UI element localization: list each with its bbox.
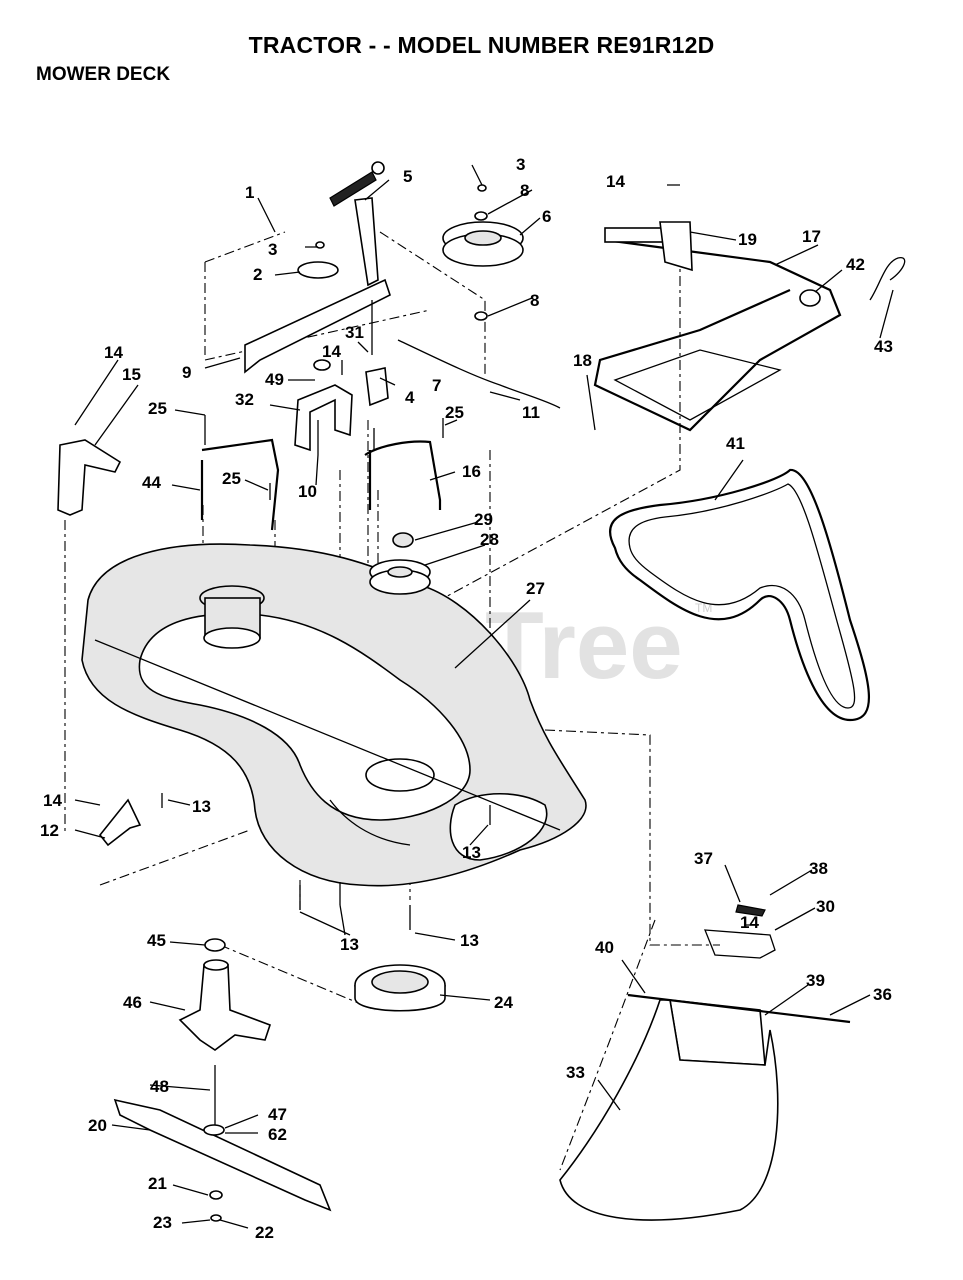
drive-belt: [608, 468, 870, 722]
callout-4: 4: [405, 388, 415, 407]
callout-14: 14: [104, 343, 123, 362]
callout-11: 11: [522, 403, 540, 422]
callout-13: 13: [462, 843, 481, 862]
callout-1: 1: [245, 183, 254, 202]
callout-17: 17: [802, 227, 821, 246]
callout-33: 33: [566, 1063, 585, 1082]
section-title: MOWER DECK: [36, 64, 171, 85]
callout-3: 3: [268, 240, 277, 259]
callout-46: 46: [123, 993, 142, 1012]
callout-23: 23: [153, 1213, 172, 1232]
callout-5: 5: [403, 167, 412, 186]
callout-39: 39: [806, 971, 825, 990]
callout-36: 36: [873, 985, 892, 1004]
callout-25: 25: [445, 403, 464, 422]
bolts-13: [161, 793, 491, 930]
callout-38: 38: [809, 859, 828, 878]
callout-10: 10: [298, 482, 317, 501]
callout-15: 15: [122, 365, 141, 384]
grass-bag: [559, 904, 851, 1221]
callout-48: 48: [150, 1077, 169, 1096]
callout-49: 49: [265, 370, 284, 389]
callout-6: 6: [542, 207, 551, 226]
callout-20: 20: [88, 1116, 107, 1135]
idler-arm: [244, 161, 391, 374]
callout-62: 62: [268, 1125, 287, 1144]
callout-7: 7: [432, 376, 441, 395]
blade-20: [113, 1065, 332, 1222]
callout-24: 24: [494, 993, 513, 1012]
callout-3: 3: [516, 155, 525, 174]
callout-30: 30: [816, 897, 835, 916]
bracket-12: [98, 798, 142, 847]
callout-14: 14: [606, 172, 625, 191]
callout-45: 45: [147, 931, 166, 950]
callout-25: 25: [148, 399, 167, 418]
callout-2: 2: [253, 265, 262, 284]
callout-13: 13: [460, 931, 479, 950]
callout-19: 19: [738, 230, 757, 249]
callout-44: 44: [142, 473, 161, 492]
callout-13: 13: [340, 935, 359, 954]
rods: [200, 415, 444, 531]
callout-21: 21: [148, 1174, 167, 1193]
callout-28: 28: [480, 530, 499, 549]
callout-8: 8: [520, 181, 529, 200]
callout-9: 9: [182, 363, 191, 382]
callout-18: 18: [573, 351, 592, 370]
callout-42: 42: [846, 255, 865, 274]
spindle-housing-24: [354, 964, 446, 1012]
callout-27: 27: [526, 579, 545, 598]
brackets: [294, 300, 561, 455]
callout-40: 40: [595, 938, 614, 957]
watermark-tm: TM: [695, 601, 712, 615]
callout-43: 43: [874, 337, 893, 356]
bracket-15: [57, 439, 122, 516]
spindle-assembly: [178, 938, 272, 1051]
callout-25: 25: [222, 469, 241, 488]
callout-47: 47: [268, 1105, 287, 1124]
leader-lines: [74, 164, 894, 1229]
callout-29: 29: [474, 510, 493, 529]
callout-22: 22: [255, 1223, 274, 1242]
callout-31: 31: [345, 323, 364, 342]
deck-spindle: [199, 585, 265, 649]
callout-32: 32: [235, 390, 254, 409]
engage-frame: [593, 221, 906, 432]
callout-14: 14: [43, 791, 62, 810]
callout-14: 14: [322, 342, 341, 361]
page-title: TRACTOR - - MODEL NUMBER RE91R12D: [248, 32, 715, 58]
callout-12: 12: [40, 821, 59, 840]
callout-14: 14: [740, 913, 759, 932]
callout-8: 8: [530, 291, 539, 310]
callout-37: 37: [694, 849, 713, 868]
callout-13: 13: [192, 797, 211, 816]
pulley-28: [369, 532, 431, 595]
idler-pulley-6: [442, 184, 524, 321]
callout-41: 41: [726, 434, 745, 453]
callout-16: 16: [462, 462, 481, 481]
callout-labels: 1 2 3 3 4 5 6 7 8 8 9 10 11 12 13 13 13 …: [40, 155, 893, 1242]
